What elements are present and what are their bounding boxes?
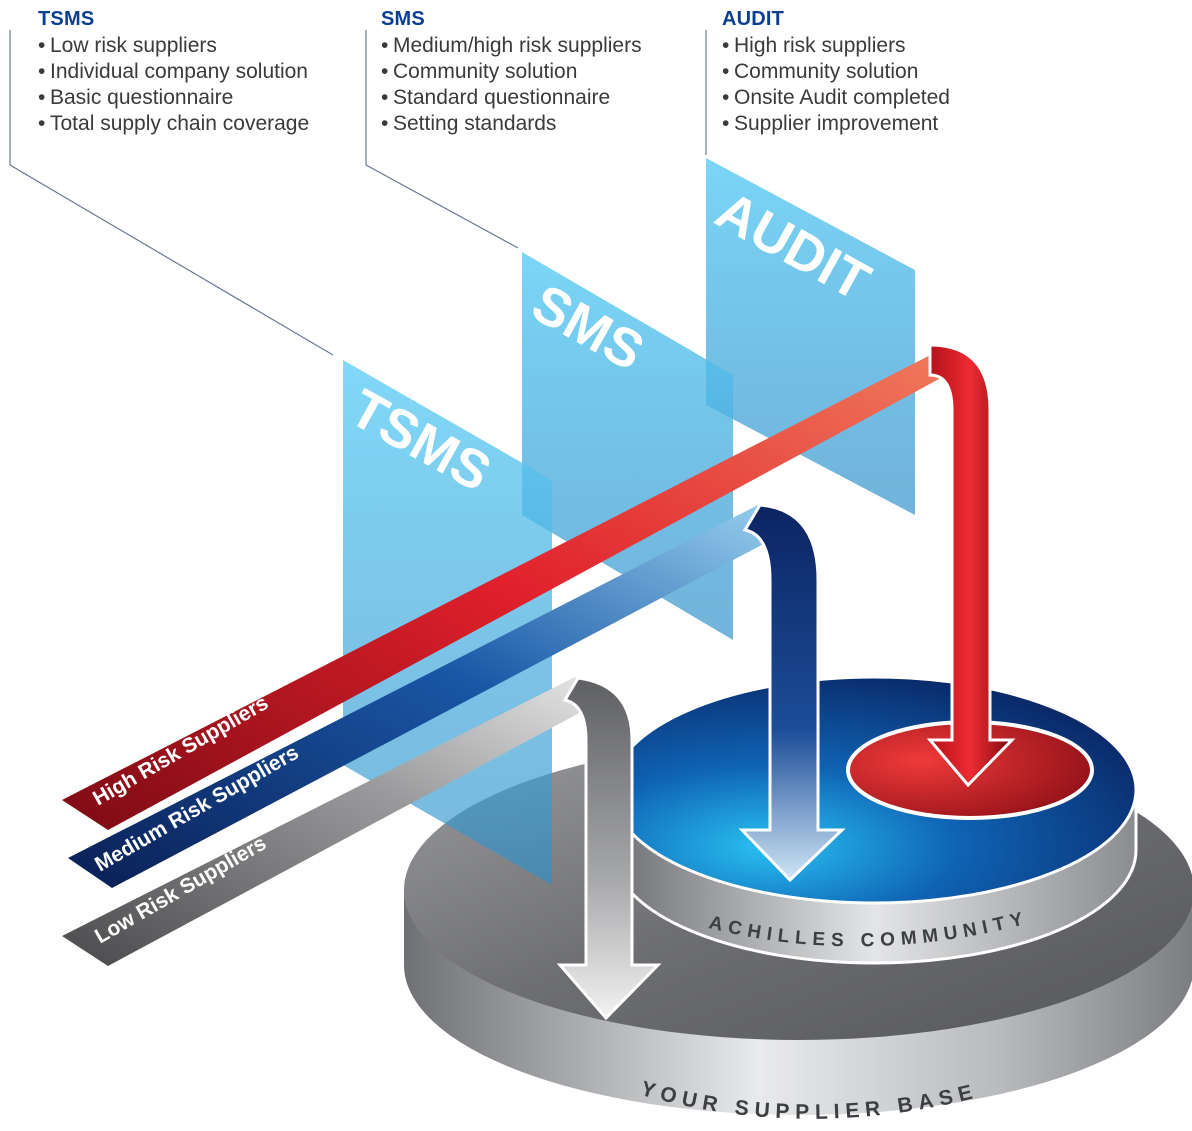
high-risk-arrow: [926, 343, 1016, 788]
bullet: •: [381, 60, 389, 83]
list-item: •High risk suppliers: [722, 34, 906, 57]
supplier-bands: [62, 345, 950, 966]
tsms-list: •Low risk suppliers •Individual company …: [38, 33, 309, 137]
list-item: •Individual company solution: [38, 60, 308, 83]
list-item: •Standard questionnaire: [381, 86, 611, 109]
list-item: •Medium/high risk suppliers: [381, 34, 642, 57]
low-risk-arrow: [556, 676, 662, 1021]
bullet: •: [38, 112, 46, 135]
list-item: •Total supply chain coverage: [38, 112, 310, 135]
audit-column: AUDIT •High risk suppliers •Community so…: [722, 8, 950, 137]
bullet: •: [381, 34, 389, 57]
bullet: •: [722, 60, 730, 83]
audit-heading: AUDIT: [722, 8, 785, 30]
bullet: •: [38, 34, 46, 57]
bullet: •: [722, 86, 730, 109]
list-item: •Low risk suppliers: [38, 34, 217, 57]
flow-arrows: [556, 343, 1016, 1021]
list-item: •Basic questionnaire: [38, 86, 234, 109]
list-item: •Community solution: [381, 60, 578, 83]
sms-leader: [365, 30, 519, 249]
high-risk-band: [62, 345, 950, 830]
leader-lines: [9, 30, 707, 356]
low-risk-band: [62, 677, 598, 966]
community-platform: [610, 675, 1138, 965]
bullet: •: [722, 34, 730, 57]
bullet: •: [722, 112, 730, 135]
bullet: •: [38, 60, 46, 83]
tsms-leader: [9, 30, 334, 356]
medium-risk-arrow: [738, 503, 846, 883]
audit-list: •High risk suppliers •Community solution…: [722, 33, 950, 137]
tsms-column: TSMS •Low risk suppliers •Individual com…: [38, 8, 309, 137]
tsms-heading: TSMS: [38, 8, 95, 30]
sms-column: SMS •Medium/high risk suppliers •Communi…: [381, 8, 642, 137]
bullet: •: [381, 112, 389, 135]
bullet: •: [381, 86, 389, 109]
audit-panel: [706, 158, 915, 515]
list-item: •Setting standards: [381, 112, 557, 135]
list-item: •Onsite Audit completed: [722, 86, 950, 109]
list-item: •Supplier improvement: [722, 112, 939, 135]
sms-list: •Medium/high risk suppliers •Community s…: [381, 33, 642, 137]
sms-heading: SMS: [381, 8, 425, 30]
medium-risk-band: [68, 505, 790, 888]
bullet: •: [38, 86, 46, 109]
list-item: •Community solution: [722, 60, 919, 83]
